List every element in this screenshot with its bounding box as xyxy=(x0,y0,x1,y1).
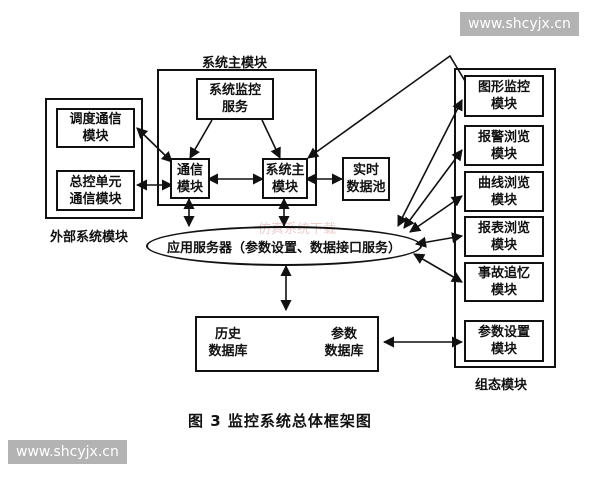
comm-module-box: 通信模块 xyxy=(170,158,210,199)
master-unit-comm-line1: 总控单元 xyxy=(69,174,122,190)
report-browse-line2: 模块 xyxy=(490,237,517,253)
system-main-line1: 系统主 xyxy=(265,162,305,178)
monitor-service-line2: 服务 xyxy=(221,100,248,115)
arrow-graphic-to-sysmain xyxy=(307,54,469,159)
system-main-box: 系统主模块 xyxy=(262,158,308,199)
figure-caption: 图 3 监控系统总体框架图 xyxy=(188,412,372,430)
system-main-line2: 模块 xyxy=(271,179,298,195)
monitor-service-line1: 系统监控 xyxy=(208,83,261,98)
accident-recall-line2: 模块 xyxy=(490,283,517,298)
monitor-service-box: 系统监控服务 xyxy=(196,78,274,120)
param-db-line1: 参数 xyxy=(330,327,357,342)
main-module-frame xyxy=(157,69,317,206)
graphic-monitor-line2: 模块 xyxy=(490,97,517,112)
curve-browse-box: 曲线浏览模块 xyxy=(464,171,544,212)
dispatch-comm-line2: 模块 xyxy=(82,129,109,144)
comm-module-line2: 模块 xyxy=(176,179,203,195)
app-server-label: 应用服务器（参数设置、数据接口服务） xyxy=(166,240,401,256)
dispatch-comm-box: 调度通信模块 xyxy=(56,108,135,148)
history-db-line1: 历史 xyxy=(214,327,241,342)
alarm-browse-line2: 模块 xyxy=(490,146,517,162)
param-setting-line1: 参数设置 xyxy=(477,325,530,340)
curve-browse-line2: 模块 xyxy=(490,192,517,208)
arrow-monitor-to-comm xyxy=(189,119,213,159)
realtime-pool-line2: 数据池 xyxy=(346,180,386,195)
param-db-box: 参数数据库 xyxy=(316,320,372,366)
alarm-browse-box: 报警浏览模块 xyxy=(464,125,544,166)
watermark-top: www.shcyjx.cn xyxy=(460,12,579,36)
master-unit-comm-line2: 通信模块 xyxy=(69,191,122,207)
config-module-label: 组态模块 xyxy=(475,378,528,393)
history-db-box: 历史数据库 xyxy=(203,320,253,366)
external-module-frame xyxy=(45,98,143,219)
graphic-monitor-line1: 图形监控 xyxy=(477,80,530,95)
report-browse-line1: 报表浏览 xyxy=(477,220,530,236)
arrow-monitor-to-sysmain xyxy=(261,119,281,160)
external-module-label: 外部系统模块 xyxy=(50,230,129,245)
accident-recall-line1: 事故追忆 xyxy=(477,266,530,281)
app-server-ellipse: 应用服务器（参数设置、数据接口服务） xyxy=(146,226,422,266)
config-module-frame xyxy=(454,68,556,368)
curve-browse-line1: 曲线浏览 xyxy=(477,175,530,191)
param-setting-line2: 模块 xyxy=(490,342,517,357)
param-setting-box: 参数设置模块 xyxy=(464,320,544,362)
arrow-curve-appserver xyxy=(409,195,463,233)
accident-recall-box: 事故追忆模块 xyxy=(464,262,544,302)
report-browse-box: 报表浏览模块 xyxy=(464,216,544,257)
database-frame xyxy=(195,316,379,372)
alarm-browse-line1: 报警浏览 xyxy=(477,129,530,145)
graphic-monitor-box: 图形监控模块 xyxy=(464,75,544,117)
realtime-pool-box: 实时数据池 xyxy=(342,157,390,201)
realtime-pool-line1: 实时 xyxy=(352,163,379,178)
main-module-label: 系统主模块 xyxy=(202,56,268,71)
dispatch-comm-line1: 调度通信 xyxy=(69,112,122,127)
param-db-line2: 数据库 xyxy=(324,344,364,359)
master-unit-comm-box: 总控单元通信模块 xyxy=(56,170,135,211)
history-db-line2: 数据库 xyxy=(208,344,248,359)
comm-module-line1: 通信 xyxy=(176,162,203,178)
watermark-bottom: www.shcyjx.cn xyxy=(8,440,127,464)
